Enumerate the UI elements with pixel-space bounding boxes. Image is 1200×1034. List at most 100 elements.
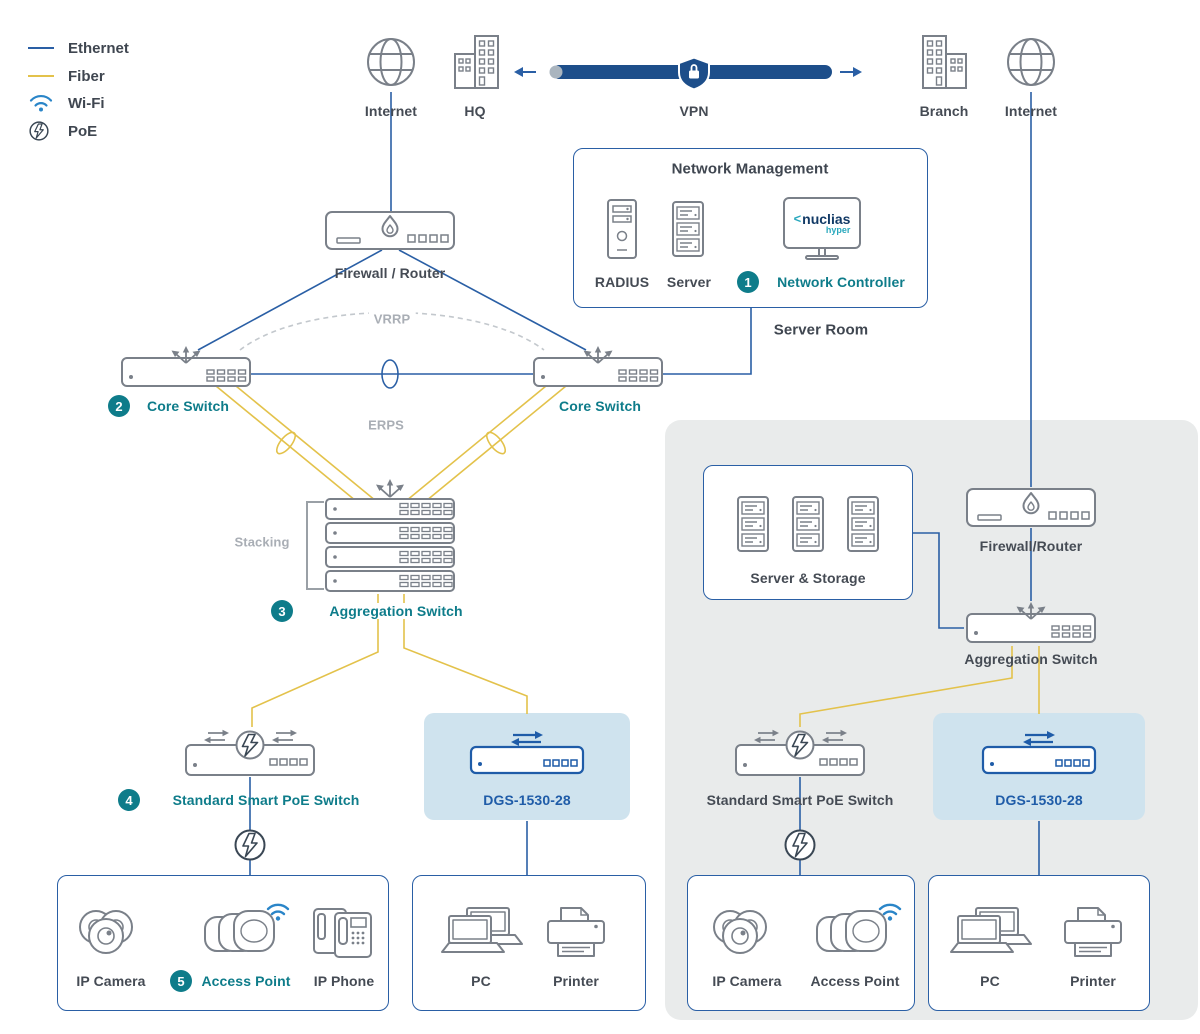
printer-icon	[547, 907, 605, 957]
ring-marker-fiber-right	[485, 431, 507, 455]
lock-shackle-icon	[690, 64, 698, 71]
step-5-badge: 5	[170, 970, 192, 992]
branch-pc-cluster-icon	[950, 907, 1032, 953]
access-point-label: Access Point	[201, 973, 291, 989]
poe-icon	[784, 829, 816, 861]
radius-label: RADIUS	[594, 274, 650, 290]
stack-uplink-arrows-icon	[376, 479, 404, 498]
link-serverstorage-agg	[913, 532, 964, 629]
poe-icon	[234, 829, 266, 861]
link-firewall-coreleft	[197, 249, 383, 351]
vrrp-label: VRRP	[368, 311, 416, 327]
branch-pc-label: PC	[980, 973, 1000, 989]
network-controller-monitor: < nuclias hyper	[783, 197, 861, 260]
step-4-badge: 4	[118, 789, 140, 811]
dgs-switch-icon	[469, 731, 585, 775]
rack-server-icon	[792, 496, 824, 552]
rack-server-icon	[672, 201, 704, 257]
branch-ip-camera-cluster-icon	[713, 910, 767, 954]
core-switch-left-label: Core Switch	[146, 398, 230, 414]
fiber-coreright-stack-b	[405, 385, 547, 502]
hq-label: HQ	[464, 103, 486, 119]
core-switch-right-label: Core Switch	[558, 398, 642, 414]
monitor-screen: < nuclias hyper	[783, 197, 861, 249]
stack-switch-unit-icon	[325, 498, 455, 520]
vpn-arrowhead-left	[514, 67, 523, 77]
legend-ethernet-label: Ethernet	[68, 39, 129, 57]
access-point-cluster-icon	[204, 903, 290, 952]
vpn-tunnel	[514, 56, 862, 90]
radius-server-icon	[607, 199, 637, 259]
fiber-coreleft-stack-b	[235, 385, 377, 502]
fiber-stack-dgs	[403, 594, 528, 714]
branch-printer-icon	[1064, 907, 1122, 957]
nuclias-logo-text: nuclias	[802, 210, 851, 227]
ip-phone-label: IP Phone	[313, 973, 375, 989]
branch-firewall-router-icon	[966, 488, 1096, 527]
branch-poe-switch-label: Standard Smart PoE Switch	[706, 792, 894, 808]
monitor-stand	[818, 249, 826, 255]
server-room-label: Server Room	[773, 321, 869, 339]
rack-server-icon	[737, 496, 769, 552]
ring-marker-fiber-left	[275, 431, 297, 455]
stack-switch-unit-icon	[325, 522, 455, 544]
ethernet-line-swatch	[28, 47, 58, 49]
network-controller-label: Network Controller	[777, 274, 905, 290]
vpn-endpoint-dot	[549, 65, 563, 79]
branch-access-point-cluster-icon	[816, 903, 902, 952]
branch-printer-label: Printer	[1070, 973, 1116, 989]
stack-switch-unit-icon	[325, 546, 455, 568]
lock-body-icon	[689, 70, 699, 79]
branch-dgs-label: DGS-1530-28	[995, 792, 1083, 808]
ring-marker-core	[381, 359, 399, 389]
firewall-router-icon	[325, 211, 455, 250]
hq-building-icon	[454, 35, 499, 89]
aggregation-switch-label: Aggregation Switch	[324, 603, 468, 619]
branch-access-point-label: Access Point	[810, 973, 900, 989]
step-1-badge: 1	[737, 271, 759, 293]
vpn-label: VPN	[679, 103, 709, 119]
rack-server-icon	[847, 496, 879, 552]
network-management-title: Network Management	[671, 160, 829, 178]
legend-poe: PoE	[28, 120, 97, 142]
wifi-waves-icon	[266, 903, 290, 916]
branch-ip-camera-label: IP Camera	[712, 973, 782, 989]
poe-icon	[28, 120, 58, 142]
fiber-branchagg-poe	[799, 646, 1013, 727]
server-storage-label: Server & Storage	[750, 570, 866, 586]
legend-wifi-label: Wi-Fi	[68, 94, 105, 112]
core-switch-icon	[533, 346, 663, 387]
branch-firewall-label: Firewall/Router	[979, 538, 1083, 554]
printer-label: Printer	[553, 973, 599, 989]
legend-wifi: Wi-Fi	[28, 92, 105, 114]
wifi-waves-icon	[878, 903, 902, 916]
stacking-label: Stacking	[234, 534, 290, 550]
internet-globe-icon	[367, 38, 415, 86]
flame-icon	[1022, 492, 1040, 515]
fiber-coreleft-stack-a	[215, 385, 357, 502]
link-firewall-coreright	[398, 249, 587, 351]
poe-lightning-icon	[241, 733, 259, 757]
legend-fiber: Fiber	[28, 65, 105, 87]
nuclias-chevron-icon: <	[793, 211, 802, 226]
link-management-core	[662, 308, 752, 375]
step-2-badge: 2	[108, 395, 130, 417]
internet-left-label: Internet	[364, 103, 418, 119]
legend-fiber-label: Fiber	[68, 67, 105, 85]
internet-right-label: Internet	[1004, 103, 1058, 119]
pc-cluster-icon	[441, 907, 523, 953]
legend-poe-label: PoE	[68, 122, 98, 140]
stacking-bracket	[306, 501, 324, 590]
ip-camera-cluster-icon	[79, 910, 133, 954]
branch-poe-switch-icon	[735, 729, 865, 776]
poe-switch-label: Standard Smart PoE Switch	[172, 792, 360, 808]
branch-aggregation-switch-icon	[966, 602, 1096, 643]
vpn-arrowhead-right	[853, 67, 862, 77]
fiber-stack-poe	[251, 594, 379, 727]
server-label: Server	[666, 274, 712, 290]
firewall-router-label: Firewall / Router	[334, 265, 446, 281]
wifi-icon	[28, 93, 58, 113]
pc-label: PC	[471, 973, 491, 989]
fiber-coreright-stack-a	[425, 385, 567, 502]
